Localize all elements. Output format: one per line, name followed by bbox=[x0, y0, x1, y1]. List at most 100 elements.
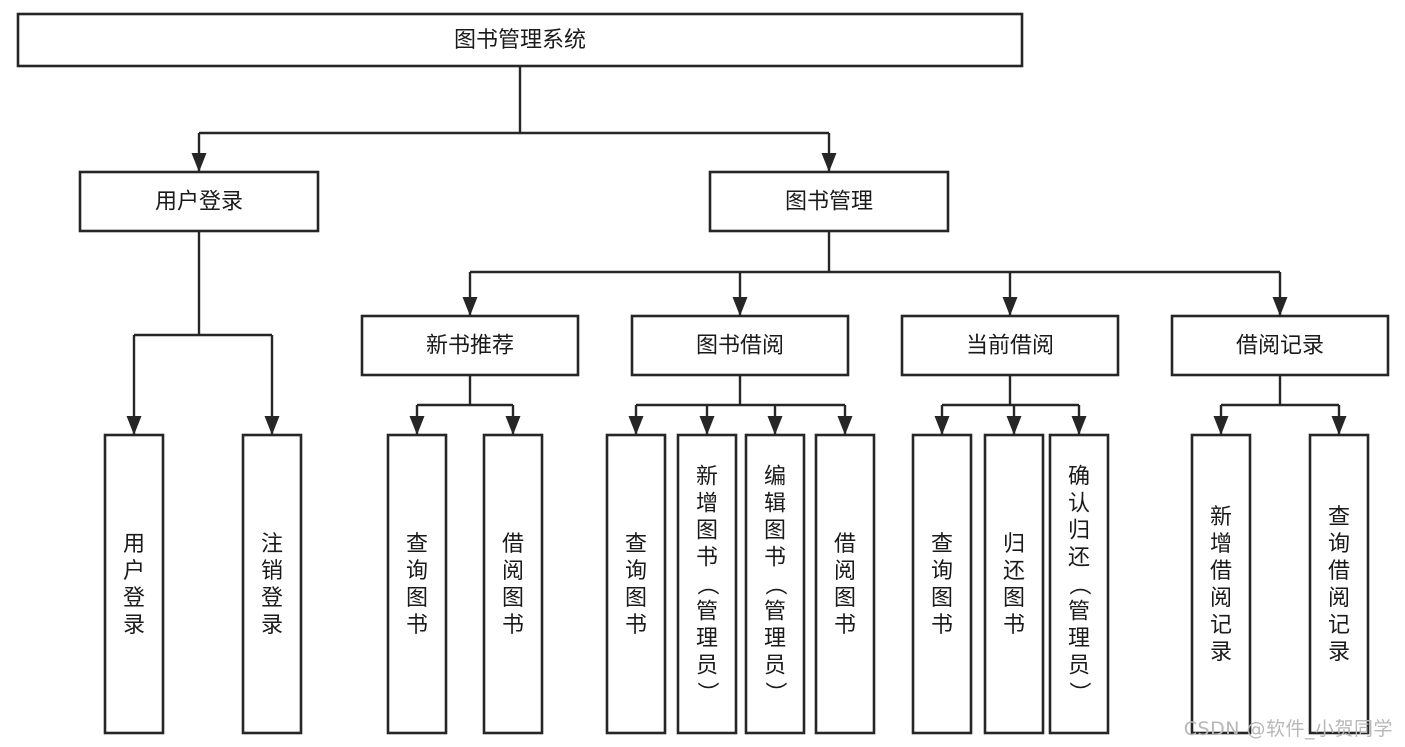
book-borrow-to-leaves-arrow-0 bbox=[628, 416, 644, 435]
node-leaf-query-book-3[interactable]: 查询图书查询图书 bbox=[911, 433, 973, 735]
node-leaf-add-borrow-record[interactable]: 新增借阅记录新增借阅记录 bbox=[1190, 433, 1252, 735]
node-leaf-query-book-2-label-char: 书 bbox=[625, 613, 647, 638]
node-leaf-confirm-return-admin-label-char: 认 bbox=[1068, 492, 1090, 517]
node-leaf-user-logout-label-char: 注 bbox=[261, 532, 283, 557]
node-leaf-add-book-admin-box[interactable] bbox=[676, 433, 738, 735]
node-leaf-borrow-book-2-label-char: 书 bbox=[834, 613, 856, 638]
node-book-borrow[interactable]: 图书借阅 bbox=[630, 314, 850, 377]
node-leaf-borrow-book-1-box[interactable] bbox=[482, 433, 544, 735]
node-leaf-borrow-book-2-label-char: 阅 bbox=[834, 559, 856, 584]
bookmanage-to-level3-arrow-1 bbox=[732, 297, 748, 316]
node-borrow-record-box[interactable] bbox=[1170, 314, 1390, 377]
connector-layer bbox=[126, 66, 1347, 435]
node-leaf-query-book-1[interactable]: 查询图书查询图书 bbox=[386, 433, 448, 735]
node-leaf-user-logout[interactable]: 注销登录注销登录 bbox=[241, 433, 303, 735]
node-leaf-borrow-book-1-label-char: 书 bbox=[502, 613, 524, 638]
node-leaf-borrow-book-2[interactable]: 借阅图书借阅图书 bbox=[814, 433, 876, 735]
node-leaf-add-book-admin-label-char: 管 bbox=[696, 600, 718, 625]
node-leaf-return-book-box[interactable] bbox=[983, 433, 1045, 735]
node-leaf-query-borrow-record[interactable]: 查询借阅记录查询借阅记录 bbox=[1308, 433, 1370, 735]
node-leaf-query-book-2-label-char: 查 bbox=[625, 532, 647, 557]
node-leaf-add-borrow-record-label-char: 阅 bbox=[1210, 586, 1232, 611]
node-leaf-confirm-return-admin-label-char: 归 bbox=[1068, 519, 1090, 544]
node-borrow-record[interactable]: 借阅记录 bbox=[1170, 314, 1390, 377]
node-leaf-user-logout-box[interactable] bbox=[241, 433, 303, 735]
node-leaf-add-book-admin-label-char: 理 bbox=[696, 627, 718, 652]
node-leaf-query-book-3-label-char: 查 bbox=[931, 532, 953, 557]
node-leaf-return-book-label-char: 书 bbox=[1003, 613, 1025, 638]
node-leaf-query-borrow-record-box[interactable] bbox=[1308, 433, 1370, 735]
node-leaf-edit-book-admin-label-char: 员 bbox=[764, 654, 786, 679]
node-leaf-query-book-1-label-char: 查 bbox=[406, 532, 428, 557]
node-leaf-add-borrow-record-box[interactable] bbox=[1190, 433, 1252, 735]
current-borrow-to-leaves-arrow-0 bbox=[934, 416, 950, 435]
node-leaf-borrow-book-1-label-char: 阅 bbox=[502, 559, 524, 584]
node-new-book-recommend-box[interactable] bbox=[360, 314, 580, 377]
node-leaf-borrow-book-2-box[interactable] bbox=[814, 433, 876, 735]
node-leaf-query-book-2-label-char: 询 bbox=[625, 559, 647, 584]
node-new-book-recommend[interactable]: 新书推荐 bbox=[360, 314, 580, 377]
node-leaf-edit-book-admin-label-char: （ bbox=[762, 574, 787, 596]
node-leaf-borrow-book-2-label-char: 图 bbox=[834, 586, 856, 611]
node-leaf-add-book-admin-label-char: 员 bbox=[696, 654, 718, 679]
node-leaf-add-book-admin-label-char: 图 bbox=[696, 519, 718, 544]
node-leaf-confirm-return-admin-label-char: 员 bbox=[1068, 654, 1090, 679]
node-leaf-edit-book-admin-box[interactable] bbox=[744, 433, 806, 735]
current-borrow-to-leaves-arrow-2 bbox=[1071, 416, 1087, 435]
node-leaf-user-login-box[interactable] bbox=[103, 433, 165, 735]
node-root[interactable]: 图书管理系统 bbox=[16, 12, 1024, 68]
node-leaf-edit-book-admin-label-char: 管 bbox=[764, 600, 786, 625]
node-current-borrow-label: 当前借阅 bbox=[966, 334, 1054, 359]
node-book-manage[interactable]: 图书管理 bbox=[708, 170, 950, 233]
node-leaf-query-book-3-box[interactable] bbox=[911, 433, 973, 735]
node-book-borrow-box[interactable] bbox=[630, 314, 850, 377]
book-borrow-to-leaves-arrow-1 bbox=[699, 416, 715, 435]
node-leaf-add-book-admin-label-char: 增 bbox=[696, 492, 718, 517]
root-to-level2-arrow-1 bbox=[821, 153, 837, 172]
node-leaf-user-login[interactable]: 用户登录用户登录 bbox=[103, 433, 165, 735]
node-leaf-borrow-book-1-label-char: 图 bbox=[502, 586, 524, 611]
node-book-borrow-label: 图书借阅 bbox=[696, 334, 784, 359]
node-user-login-box[interactable] bbox=[78, 170, 320, 233]
userlogin-to-leaves-arrow-0 bbox=[126, 416, 142, 435]
node-root-label: 图书管理系统 bbox=[454, 28, 586, 53]
node-leaf-query-book-2[interactable]: 查询图书查询图书 bbox=[605, 433, 667, 735]
node-layer: 图书管理系统用户登录图书管理新书推荐图书借阅当前借阅借阅记录用户登录用户登录注销… bbox=[16, 12, 1390, 735]
borrow-record-to-leaves-arrow-0 bbox=[1213, 416, 1229, 435]
node-user-login-label: 用户登录 bbox=[155, 190, 243, 215]
node-leaf-edit-book-admin-label-char: ） bbox=[762, 682, 787, 704]
node-leaf-add-book-admin-label-char: ） bbox=[694, 682, 719, 704]
node-leaf-user-login-label-char: 录 bbox=[123, 613, 145, 638]
node-leaf-borrow-book-1[interactable]: 借阅图书借阅图书 bbox=[482, 433, 544, 735]
new-book-recommend-to-leaves-arrow-0 bbox=[409, 416, 425, 435]
node-leaf-query-book-1-label-char: 书 bbox=[406, 613, 428, 638]
node-current-borrow[interactable]: 当前借阅 bbox=[900, 314, 1120, 377]
watermark-text: CSDN @软件_小贺同学 bbox=[1183, 718, 1393, 740]
node-leaf-confirm-return-admin-box[interactable] bbox=[1048, 433, 1110, 735]
node-leaf-edit-book-admin-label-char: 编 bbox=[764, 465, 786, 490]
node-leaf-return-book[interactable]: 归还图书归还图书 bbox=[983, 433, 1045, 735]
node-leaf-query-book-2-box[interactable] bbox=[605, 433, 667, 735]
current-borrow-to-leaves-arrow-1 bbox=[1006, 416, 1022, 435]
node-leaf-confirm-return-admin-label-char: 管 bbox=[1068, 600, 1090, 625]
node-leaf-query-borrow-record-label-char: 查 bbox=[1328, 505, 1350, 530]
node-leaf-edit-book-admin-label-char: 书 bbox=[764, 546, 786, 571]
node-root-box[interactable] bbox=[16, 12, 1024, 68]
node-leaf-query-book-1-box[interactable] bbox=[386, 433, 448, 735]
userlogin-to-leaves-arrow-1 bbox=[264, 416, 280, 435]
node-leaf-add-book-admin-label-char: 书 bbox=[696, 546, 718, 571]
node-leaf-add-borrow-record-label-char: 借 bbox=[1210, 559, 1232, 584]
node-book-manage-box[interactable] bbox=[708, 170, 950, 233]
node-leaf-user-login-label-char: 户 bbox=[123, 559, 145, 584]
node-leaf-query-book-3-label-char: 书 bbox=[931, 613, 953, 638]
node-leaf-query-borrow-record-label-char: 询 bbox=[1328, 532, 1350, 557]
node-user-login[interactable]: 用户登录 bbox=[78, 170, 320, 233]
node-leaf-add-borrow-record-label-char: 增 bbox=[1210, 532, 1232, 557]
node-leaf-user-login-label-char: 登 bbox=[123, 586, 145, 611]
node-current-borrow-box[interactable] bbox=[900, 314, 1120, 377]
node-leaf-return-book-label-char: 归 bbox=[1003, 532, 1025, 557]
